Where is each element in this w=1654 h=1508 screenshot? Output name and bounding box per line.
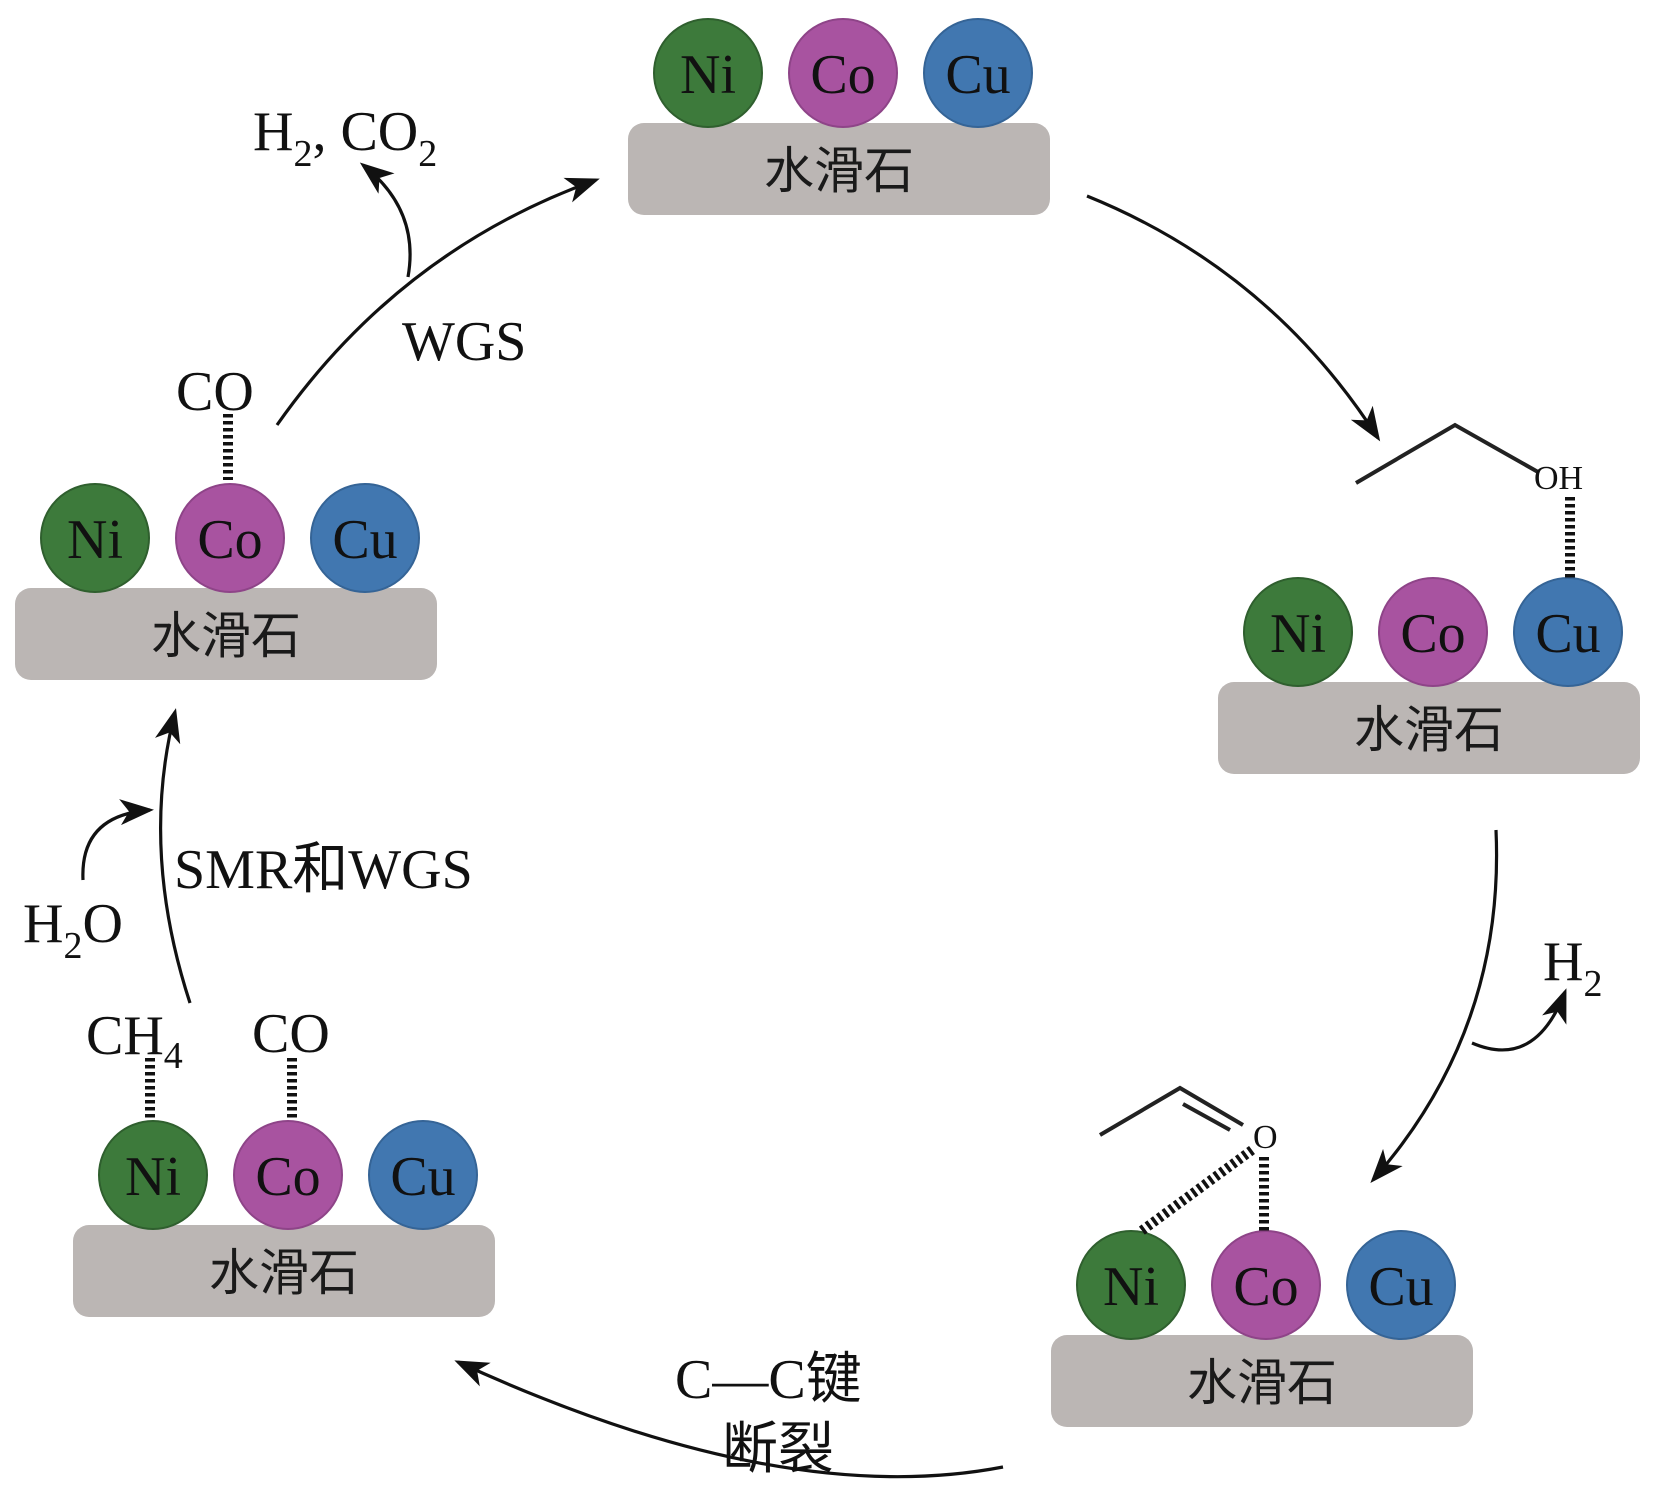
hydrotalcite-support — [73, 1225, 495, 1317]
atom-circle — [233, 1120, 343, 1230]
atom-co: Co — [1378, 577, 1488, 687]
atom-ni: Ni — [653, 18, 763, 128]
atom-label: Cu — [390, 1146, 455, 1208]
atom-cu: Cu — [923, 18, 1033, 128]
atom-circle — [788, 18, 898, 128]
support-label: 水滑石 — [764, 142, 914, 200]
atom-circle — [1243, 577, 1353, 687]
hydrotalcite-support — [1218, 682, 1640, 774]
support-label: 水滑石 — [1354, 701, 1504, 759]
atom-label: Ni — [1270, 603, 1326, 665]
hydrotalcite-support — [628, 123, 1050, 215]
arrow-h2-release — [1471, 988, 1567, 1052]
atom-cu: Cu — [368, 1120, 478, 1230]
support-label: 水滑石 — [209, 1244, 359, 1302]
atom-ni: Ni — [1076, 1230, 1186, 1340]
stage-ethanol-adsorbed: 水滑石 Ni Co Cu — [1218, 577, 1640, 774]
arrow-h2-co2-release — [359, 162, 412, 278]
atom-label: Ni — [1103, 1256, 1159, 1318]
atom-label: Co — [1233, 1256, 1298, 1318]
o-ni-dashed-bond — [1137, 1145, 1255, 1237]
hydrotalcite-support — [1051, 1335, 1473, 1427]
atom-label: Cu — [1535, 603, 1600, 665]
stage-ch4-co-adsorbed: 水滑石 Ni Co Cu — [73, 1120, 495, 1317]
atom-ni: Ni — [98, 1120, 208, 1230]
atom-ni: Ni — [1243, 577, 1353, 687]
atom-circle — [1378, 577, 1488, 687]
ethanol-skeleton — [1354, 422, 1539, 485]
atom-co: Co — [233, 1120, 343, 1230]
atom-label: Co — [810, 44, 875, 106]
atom-co: Co — [175, 483, 285, 593]
arrow-cc-cleavage — [454, 1360, 1004, 1479]
stage-co-adsorbed: 水滑石 Ni Co Cu — [15, 483, 437, 680]
hydrotalcite-support — [15, 588, 437, 680]
atom-circle — [368, 1120, 478, 1230]
cleavage-label: 断裂 — [722, 1419, 834, 1481]
atom-cu: Cu — [1513, 577, 1623, 687]
atom-circle — [175, 483, 285, 593]
oh-label: OH — [1534, 460, 1583, 497]
h2o-reactant-label: H2O — [23, 893, 123, 967]
stage-catalyst-top: 水滑石 Ni Co Cu — [628, 18, 1050, 215]
support-label: 水滑石 — [1187, 1354, 1337, 1412]
atom-circle — [1076, 1230, 1186, 1340]
acetaldehyde-molecule: O — [1098, 1085, 1278, 1237]
carbonyl-double-bond — [1182, 1102, 1231, 1132]
atom-label: Cu — [945, 44, 1010, 106]
atom-circle — [653, 18, 763, 128]
atom-label: Co — [255, 1146, 320, 1208]
atom-circle — [40, 483, 150, 593]
atom-circle — [98, 1120, 208, 1230]
atom-label: Co — [197, 509, 262, 571]
atom-label: Co — [1400, 603, 1465, 665]
atom-cu: Cu — [1346, 1230, 1456, 1340]
atom-label: Ni — [125, 1146, 181, 1208]
ch4-label: CH4 — [86, 1005, 183, 1077]
support-label: 水滑石 — [151, 607, 301, 665]
wgs-label: WGS — [402, 311, 526, 373]
co-adsorbate-left: CO — [176, 361, 254, 480]
atom-label: Cu — [332, 509, 397, 571]
atom-label: Ni — [67, 509, 123, 571]
stage-acetaldehyde-adsorbed: 水滑石 Ni Co Cu — [1051, 1230, 1473, 1427]
atom-circle — [1346, 1230, 1456, 1340]
arrow-h2o-input — [81, 799, 154, 881]
atom-cu: Cu — [310, 483, 420, 593]
atom-label: Ni — [680, 44, 736, 106]
ch4-co-adsorbates: CH4 CO — [86, 1003, 330, 1120]
h2-co2-product-label: H2, CO2 — [253, 101, 437, 175]
ethanol-molecule: OH — [1354, 422, 1583, 578]
arrow-smr-wgs — [155, 708, 192, 1004]
acetaldehyde-skeleton — [1098, 1085, 1245, 1137]
co-label-bottom: CO — [252, 1003, 330, 1065]
arrow-catalyst-to-ethanol — [1086, 194, 1381, 442]
smr-wgs-label: SMR和WGS — [174, 839, 473, 901]
atom-circle — [923, 18, 1033, 128]
co-label-left: CO — [176, 361, 254, 423]
atom-circle — [1211, 1230, 1321, 1340]
arrow-ethanol-to-acetaldehyde — [1370, 829, 1499, 1184]
atom-ni: Ni — [40, 483, 150, 593]
atom-circle — [310, 483, 420, 593]
atom-co: Co — [1211, 1230, 1321, 1340]
cc-bond-label: C—C键 — [675, 1349, 862, 1411]
o-label: O — [1253, 1119, 1278, 1156]
atom-label: Cu — [1368, 1256, 1433, 1318]
h2-product-label: H2 — [1543, 931, 1602, 1005]
arrow-wgs — [275, 177, 600, 426]
atom-co: Co — [788, 18, 898, 128]
atom-circle — [1513, 577, 1623, 687]
